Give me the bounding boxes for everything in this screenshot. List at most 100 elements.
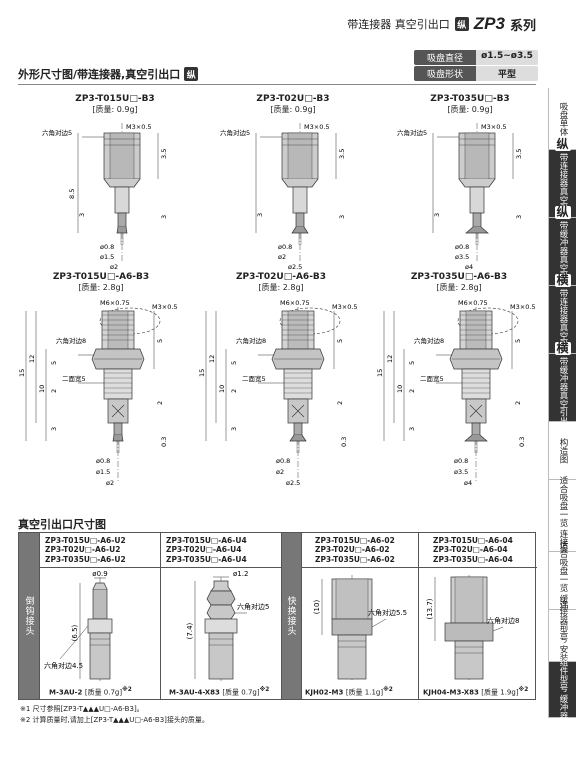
- height-label: (7.4): [186, 622, 194, 639]
- dimension-label: 0.3: [340, 437, 348, 447]
- dimension-label: 3: [230, 427, 238, 431]
- dimension-label: M3×0.5: [510, 303, 536, 311]
- spec-table: 吸盘直径 ø1.5~ø3.5 吸盘形状 平型: [414, 50, 538, 82]
- dimension-label: 3: [408, 427, 416, 431]
- dimension-label: ø4: [465, 263, 473, 271]
- spec-key: 吸盘形状: [414, 66, 476, 81]
- dimension-label: ø0.8: [100, 243, 114, 251]
- quick-fitting-label: 快换接头: [281, 533, 301, 699]
- model-number: ZP3-T035U□-A6-B3: [410, 272, 508, 282]
- sidebar-tab[interactable]: 横带缓冲器真空引出口: [548, 342, 576, 433]
- dimension-label: 3: [515, 215, 523, 219]
- sidebar-tab-label: 带缓冲器真空引出口: [557, 220, 568, 298]
- mass-label: [质量: 0.9g]: [270, 105, 316, 114]
- dimension-label: 5: [408, 361, 416, 365]
- m3au4-drawing: ø1.2 (7.4) 六角对边5: [186, 570, 269, 681]
- dimension-label: 5: [336, 339, 344, 343]
- dia-label: ø1.2: [233, 570, 248, 578]
- height-label: (13.7): [426, 598, 434, 619]
- mass-label: [质量: 2.8g]: [78, 283, 124, 292]
- dimension-label: 12: [386, 355, 394, 363]
- sidebar-tab-badge: 纵: [554, 136, 571, 151]
- dimension-label: ø0.8: [455, 243, 469, 251]
- dimension-label: ø2: [276, 468, 284, 476]
- spec-value: ø1.5~ø3.5: [476, 50, 538, 65]
- dimension-label: 3: [433, 213, 441, 217]
- dia-label: ø0.9: [92, 570, 107, 578]
- section-title-text: 真空引出口尺寸图: [18, 518, 106, 531]
- dimension-label: 2: [514, 401, 522, 405]
- sidebar-tab[interactable]: 连接器型号 安装用: [548, 600, 576, 671]
- dimension-label: 2: [50, 389, 58, 393]
- dimension-label: 10: [38, 385, 46, 393]
- model-number: ZP3-T015U□-A6-B3: [52, 272, 150, 282]
- dimension-label: 5: [50, 361, 58, 365]
- barb-fitting-label: 倒钩接头: [19, 533, 39, 699]
- dimension-label: ø1.5: [96, 468, 110, 476]
- sidebar-tab[interactable]: 适合吸盘一览 连接器: [548, 476, 576, 555]
- height-label: (6.5): [71, 624, 79, 641]
- sidebar-tab-label: 吸盘单体: [557, 101, 568, 136]
- sidebar-tab[interactable]: 组件型号 缓冲器: [548, 658, 576, 721]
- spec-row: 吸盘形状 平型: [414, 66, 538, 81]
- dimension-label: M3×0.5: [126, 123, 152, 131]
- dimension-label: 5: [156, 339, 164, 343]
- dimension-label: 5: [514, 339, 522, 343]
- hex-label: 六角对边5: [237, 602, 269, 611]
- sidebar-tab-label: 带缓冲器真空引出口: [557, 356, 568, 434]
- sidebar-tab-badge: 横: [554, 272, 571, 287]
- sidebar-tab-label: 连接器型号 安装用: [557, 600, 568, 671]
- dimension-label: 15: [198, 369, 206, 377]
- sidebar-tab[interactable]: 适合吸盘一览 缓冲器: [548, 541, 576, 620]
- dimension-label: ø3.5: [455, 253, 469, 261]
- sidebar-tab-badge: 纵: [554, 204, 571, 219]
- dimension-label: 3: [338, 215, 346, 219]
- dimension-label: 六角对边5: [42, 128, 72, 137]
- dimension-label: M6×0.75: [458, 299, 488, 307]
- dimension-label: 3.5: [338, 149, 346, 159]
- dimension-label: 15: [376, 369, 384, 377]
- dimension-label: 二面宽5: [62, 374, 86, 383]
- section-title-ports: 真空引出口尺寸图: [18, 516, 106, 532]
- sidebar-tab-label: 带连接器真空引出口: [557, 152, 568, 230]
- dimension-label: ø2.5: [288, 263, 302, 271]
- dimension-label: 六角对边5: [220, 128, 250, 137]
- sidebar-tab[interactable]: 构造图: [548, 422, 576, 480]
- mass-label: [质量: 2.8g]: [436, 283, 482, 292]
- sidebar-tab-label: 适合吸盘一览 连接器: [557, 475, 568, 556]
- header-prefix: 带连接器 真空引出口: [347, 18, 450, 31]
- fitting-part-label: KJH04-M3-X83 [质量 1.9g]※2: [423, 687, 529, 697]
- dimension-label: M3×0.5: [152, 303, 178, 311]
- dimension-label: ø2: [110, 263, 118, 271]
- dimension-label: ø2: [278, 253, 286, 261]
- sidebar-tab-badge: 横: [554, 340, 571, 355]
- dimension-label: 二面宽5: [420, 374, 444, 383]
- spec-key: 吸盘直径: [414, 50, 476, 65]
- model-number: ZP3-T02U□-A6-B3: [235, 272, 327, 282]
- hex-label: 六角对边4.5: [44, 661, 83, 670]
- model-number: ZP3-T015U□-B3: [75, 94, 155, 104]
- dimension-label: 六角对边8: [236, 336, 266, 345]
- dimension-label: ø0.8: [454, 457, 468, 465]
- dimension-label: 六角对边8: [414, 336, 444, 345]
- hex-label: 六角对边5.5: [368, 608, 407, 617]
- mass-label: [质量: 0.9g]: [447, 105, 493, 114]
- dimension-label: 六角对边8: [56, 336, 86, 345]
- dimension-label: 0.3: [518, 437, 526, 447]
- dimension-label: ø0.8: [276, 457, 290, 465]
- dimension-label: 2: [156, 401, 164, 405]
- height-label: (10): [313, 600, 321, 615]
- dimension-label: 10: [396, 385, 404, 393]
- sidebar-tab-label: 带连接器真空引出口: [557, 288, 568, 366]
